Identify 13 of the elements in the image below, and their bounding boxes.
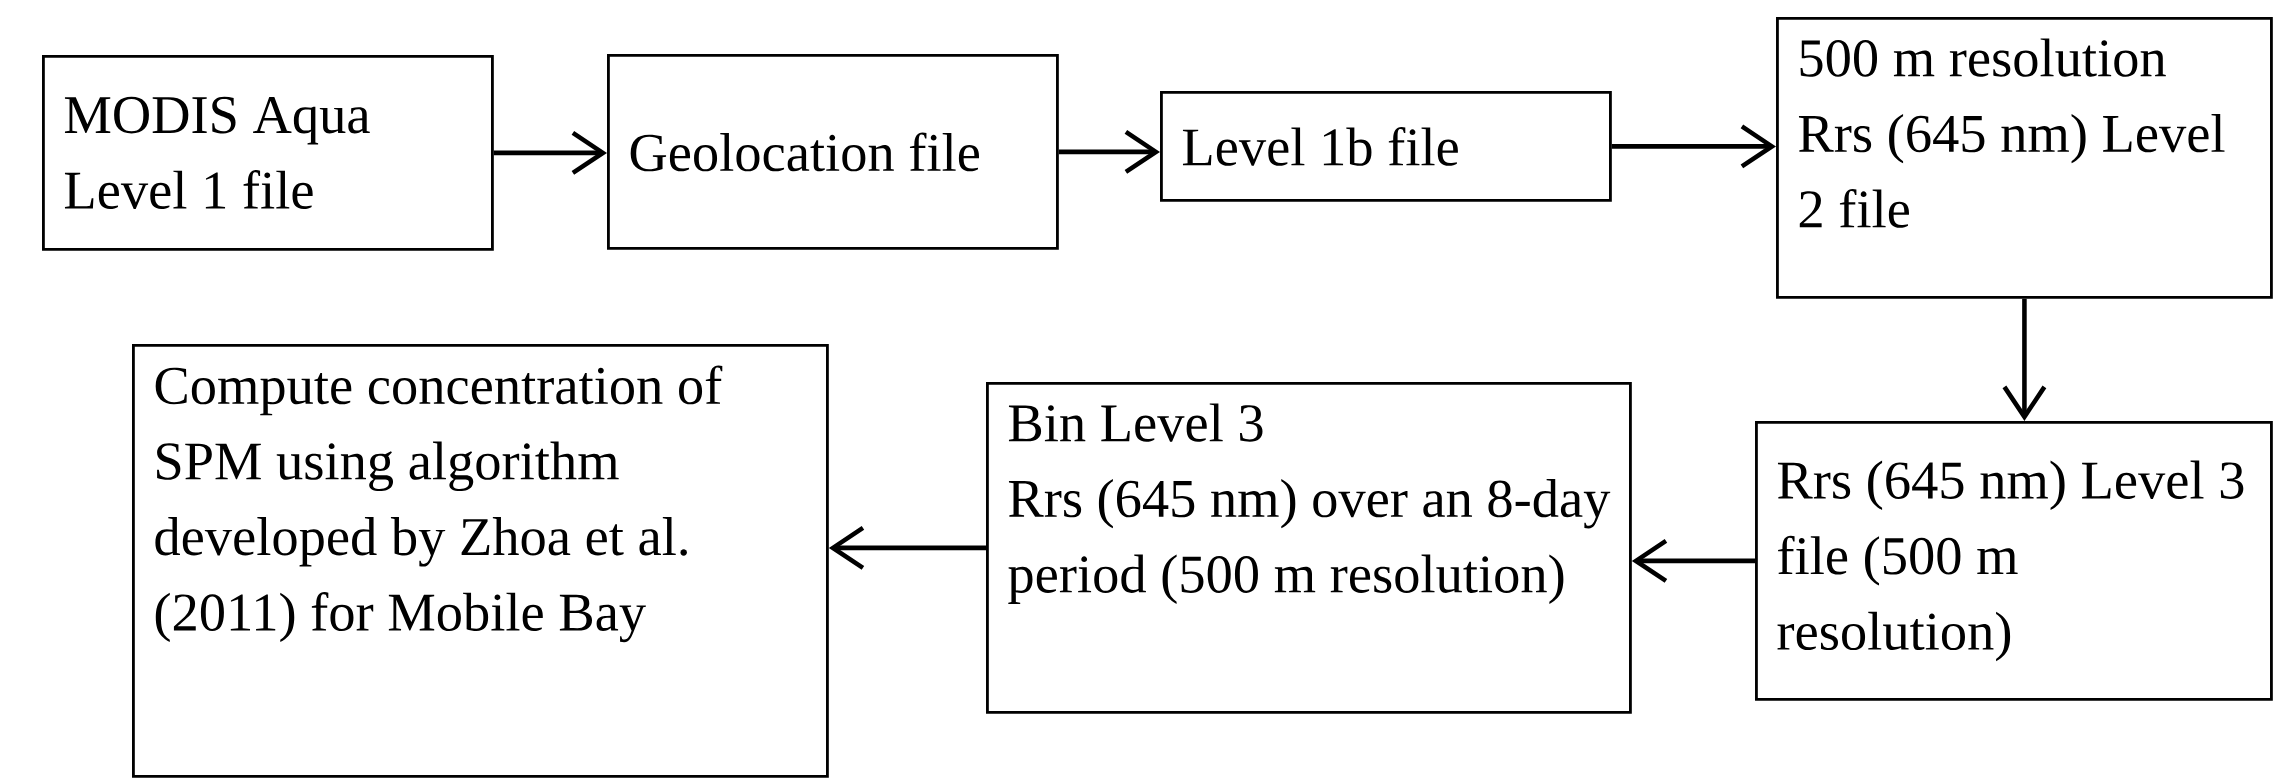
arrow <box>1611 124 1776 169</box>
process-box: Level 1b file <box>1160 91 1612 202</box>
arrow <box>493 131 607 175</box>
process-box: MODIS Aqua Level 1 file <box>42 55 494 251</box>
arrow <box>1058 130 1160 174</box>
arrow <box>2002 298 2047 421</box>
process-box: Bin Level 3 Rrs (645 nm) over an 8-day period (500 m resolution) <box>986 382 1632 714</box>
arrow <box>828 526 986 570</box>
process-box: 500 m resolution Rrs (645 nm) Level 2 file <box>1776 17 2273 299</box>
process-box: Geolocation file <box>607 54 1059 250</box>
process-box: Compute concentration of SPM using algorithm developed by Zhoa et al. (2011) for Mobile Bay <box>132 344 829 778</box>
arrow <box>1631 539 1755 583</box>
process-box: Rrs (645 nm) Level 3 file (500 m resolution) <box>1755 421 2273 701</box>
